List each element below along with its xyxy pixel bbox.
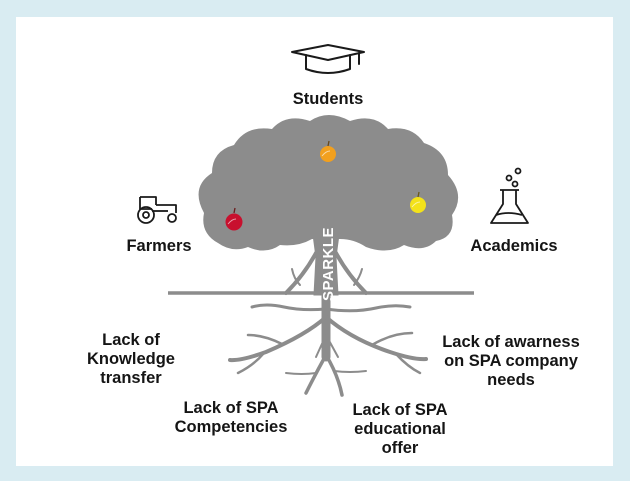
tractor-icon: [137, 196, 177, 224]
fruit-orange: [320, 140, 336, 162]
trunk: [284, 226, 368, 296]
label-lack-of-awareness: Lack of awarness on SPA company needs: [442, 333, 580, 389]
label-farmers: Farmers: [126, 237, 192, 255]
tree-diagram: SPARKLE: [137, 44, 529, 397]
label-lack-of-spa-competencies: Lack of SPA Competencies: [174, 399, 288, 436]
diagram-panel: SPARKLE Students Farmers Academics Lack …: [16, 17, 613, 466]
fruit-red: [225, 207, 243, 231]
label-lack-of-knowledge-transfer: Lack of Knowledge transfer: [86, 331, 175, 387]
label-lack-of-spa-educational-offer: Lack of SPA educational offer: [352, 401, 448, 457]
fruit-yellow: [410, 191, 426, 213]
trunk-label: SPARKLE: [320, 227, 337, 301]
label-students: Students: [292, 90, 364, 108]
roots: [228, 290, 428, 397]
graduation-cap-icon: [291, 44, 365, 74]
label-academics: Academics: [470, 237, 558, 255]
flask-icon: [490, 167, 529, 224]
tree-canopy: [198, 115, 459, 251]
